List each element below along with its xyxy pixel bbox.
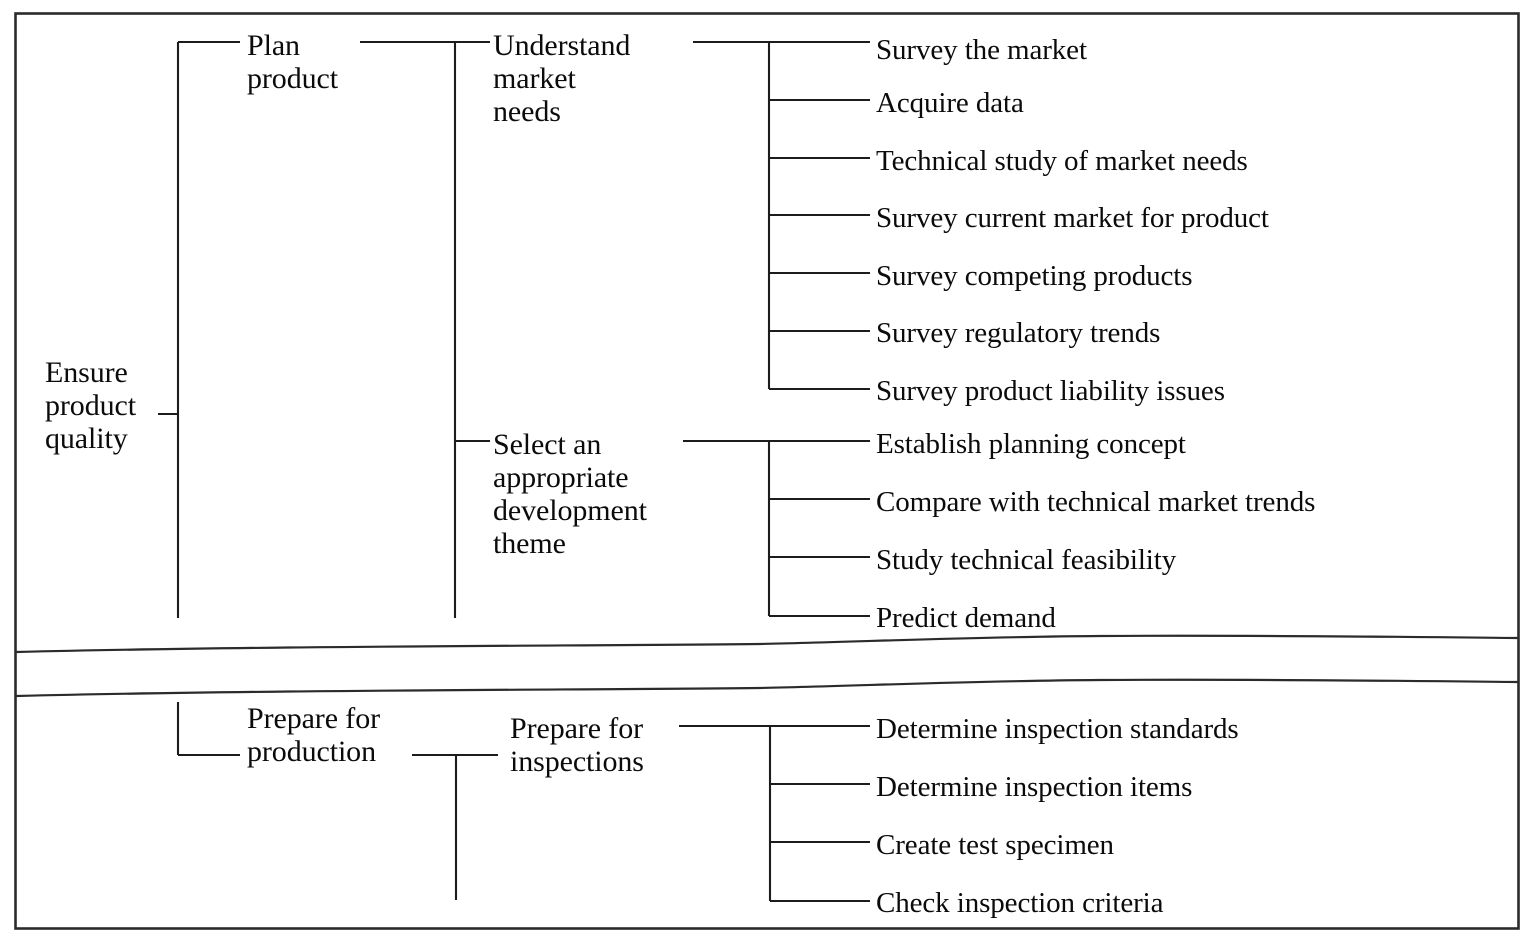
- node-level1-prepare-for-production[interactable]: Prepare for production: [247, 702, 380, 768]
- leaf-determine-inspection-standards[interactable]: Determine inspection standards: [876, 713, 1239, 745]
- leaf-technical-study-of-market-needs[interactable]: Technical study of market needs: [876, 145, 1248, 177]
- leaf-study-technical-feasibility[interactable]: Study technical feasibility: [876, 544, 1177, 576]
- leaf-determine-inspection-items[interactable]: Determine inspection items: [876, 771, 1193, 803]
- leaf-acquire-data[interactable]: Acquire data: [876, 87, 1024, 119]
- leaf-survey-current-market-for-product[interactable]: Survey current market for product: [876, 202, 1269, 234]
- leaf-check-inspection-criteria[interactable]: Check inspection criteria: [876, 887, 1164, 919]
- node-root-ensure-product-quality[interactable]: Ensure product quality: [45, 356, 136, 455]
- outer-border: [14, 12, 1520, 930]
- leaf-survey-the-market[interactable]: Survey the market: [876, 34, 1087, 66]
- node-level2-select-appropriate-development-theme[interactable]: Select an appropriate development theme: [493, 428, 647, 560]
- leaf-establish-planning-concept[interactable]: Establish planning concept: [876, 428, 1186, 460]
- leaf-predict-demand[interactable]: Predict demand: [876, 602, 1056, 634]
- leaf-survey-product-liability-issues[interactable]: Survey product liability issues: [876, 375, 1225, 407]
- node-level2-understand-market-needs[interactable]: Understand market needs: [493, 29, 631, 128]
- node-level1-plan-product[interactable]: Plan product: [247, 29, 338, 95]
- leaf-survey-regulatory-trends[interactable]: Survey regulatory trends: [876, 317, 1161, 349]
- break-line-upper: [15, 634, 1519, 654]
- break-line-lower: [15, 678, 1519, 698]
- node-level2-prepare-for-inspections[interactable]: Prepare for inspections: [510, 712, 644, 778]
- leaf-create-test-specimen[interactable]: Create test specimen: [876, 829, 1114, 861]
- leaf-survey-competing-products[interactable]: Survey competing products: [876, 260, 1193, 292]
- leaf-compare-with-technical-market-trends[interactable]: Compare with technical market trends: [876, 486, 1316, 518]
